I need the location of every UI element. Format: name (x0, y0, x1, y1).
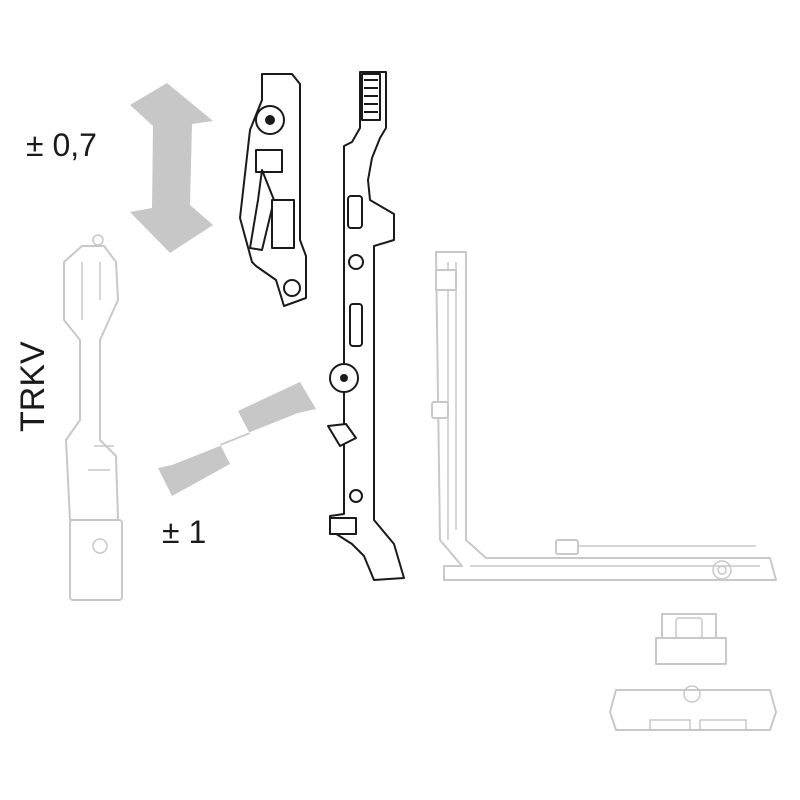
faded-corner-drive (431, 251, 777, 581)
double-arrow-diagonal-icon (158, 382, 316, 496)
part-name-label: TRKV (14, 341, 52, 432)
lateral-adjust-label: ± 1 (162, 514, 206, 550)
double-arrow-vertical-icon (130, 83, 213, 253)
stay-arm-bar (327, 71, 405, 581)
vertical-adjust-label: ± 0,7 (26, 127, 97, 163)
faded-bearing-part (63, 234, 123, 601)
sash-hinge-part (239, 73, 307, 307)
faded-clip-block (655, 613, 727, 665)
faded-bottom-bearing (609, 685, 777, 731)
